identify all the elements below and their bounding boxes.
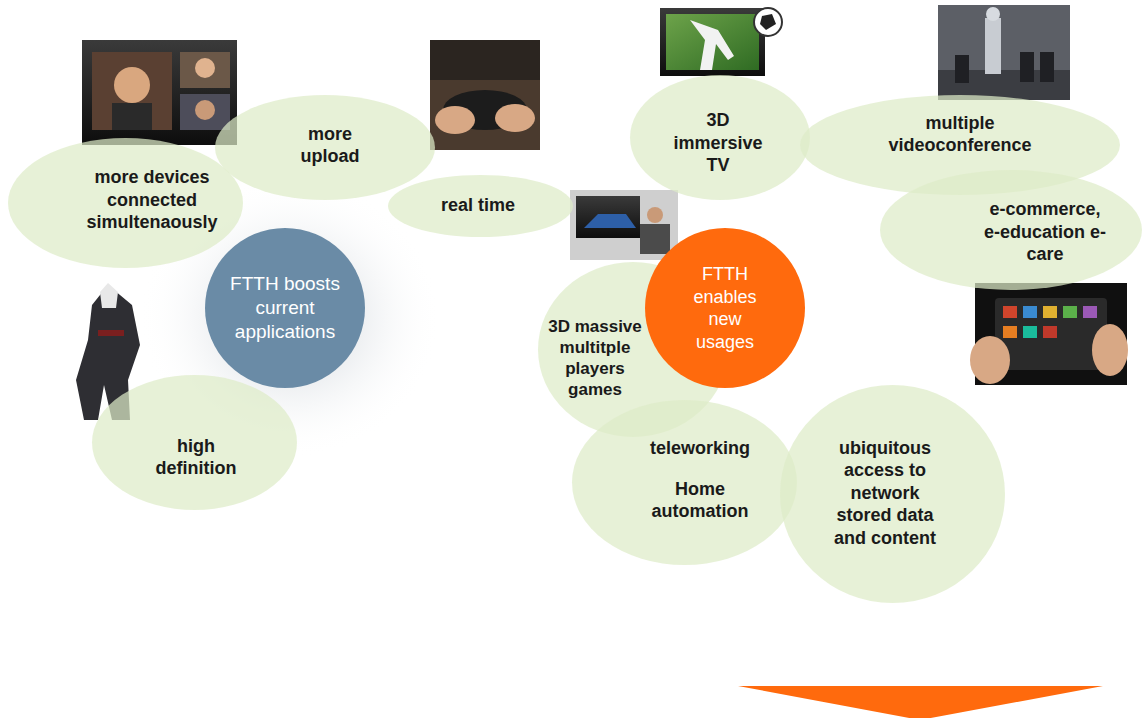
- gamepad-photo: [430, 40, 540, 150]
- usage-label: more upload: [285, 123, 375, 168]
- usage-bubble: more devices connected simultenaously: [8, 138, 243, 268]
- usage-bubble: real time: [388, 175, 573, 237]
- videoconference-photo: [938, 5, 1070, 100]
- text-group: teleworkingHome automation: [635, 437, 765, 523]
- text-group: real time: [413, 194, 543, 217]
- usage-bubble: high definition: [92, 375, 297, 510]
- bubble-fill: [92, 375, 297, 510]
- tablet-photo: [970, 283, 1128, 385]
- hub-circle: FTTH boosts current applications: [205, 228, 365, 388]
- usage-label: Home automation: [635, 478, 765, 523]
- circle-fill: [205, 228, 365, 388]
- circle-shape: [645, 228, 805, 388]
- usage-label: multiple videoconference: [860, 112, 1060, 157]
- hub-label: FTTH enables new usages: [685, 263, 765, 353]
- hub-label: FTTH boosts current applications: [223, 272, 348, 343]
- down-arrow: [738, 686, 1103, 718]
- bubble-fill: [388, 175, 573, 237]
- usage-bubble: teleworkingHome automation: [572, 400, 797, 565]
- bubble-fill: [630, 75, 810, 200]
- text-group: FTTH boosts current applications: [223, 272, 348, 343]
- usage-label: 3D immersive TV: [668, 109, 768, 177]
- bubble-fill: [8, 138, 243, 268]
- racing-game-photo: [570, 190, 678, 260]
- text-group: FTTH enables new usages: [685, 263, 765, 353]
- usage-label: high definition: [141, 435, 251, 480]
- text-group: e-commerce, e-education e-care: [983, 198, 1108, 266]
- bubble-fill: [572, 400, 797, 565]
- bubble-fill: [880, 170, 1142, 290]
- usage-bubble: ubiquitous access to network stored data…: [780, 385, 1005, 603]
- soccer-tv-photo: [660, 8, 782, 76]
- text-group: 3D immersive TV: [668, 109, 768, 177]
- bubble-fill: [780, 385, 1005, 603]
- hub-circle: FTTH enables new usages: [645, 228, 805, 388]
- usage-bubble: 3D immersive TV: [630, 75, 810, 200]
- usage-label: 3D massive multitple players games: [545, 316, 645, 401]
- text-group: ubiquitous access to network stored data…: [828, 437, 943, 550]
- usage-bubble: e-commerce, e-education e-care: [880, 170, 1142, 290]
- usage-bubble: more upload: [215, 95, 435, 200]
- text-group: high definition: [141, 435, 251, 480]
- bubble-fill: [215, 95, 435, 200]
- usage-label: more devices connected simultenaously: [72, 166, 232, 234]
- usage-label: e-commerce, e-education e-care: [983, 198, 1108, 266]
- text-group: more upload: [285, 123, 375, 168]
- text-group: 3D massive multitple players games: [545, 316, 645, 401]
- text-group: more devices connected simultenaously: [72, 166, 232, 234]
- videochat-photo: [82, 40, 237, 145]
- text-group: multiple videoconference: [860, 112, 1060, 157]
- usage-label: real time: [413, 194, 543, 217]
- usage-label: teleworking: [635, 437, 765, 460]
- circle-fill: [645, 228, 805, 388]
- usage-label: ubiquitous access to network stored data…: [828, 437, 943, 550]
